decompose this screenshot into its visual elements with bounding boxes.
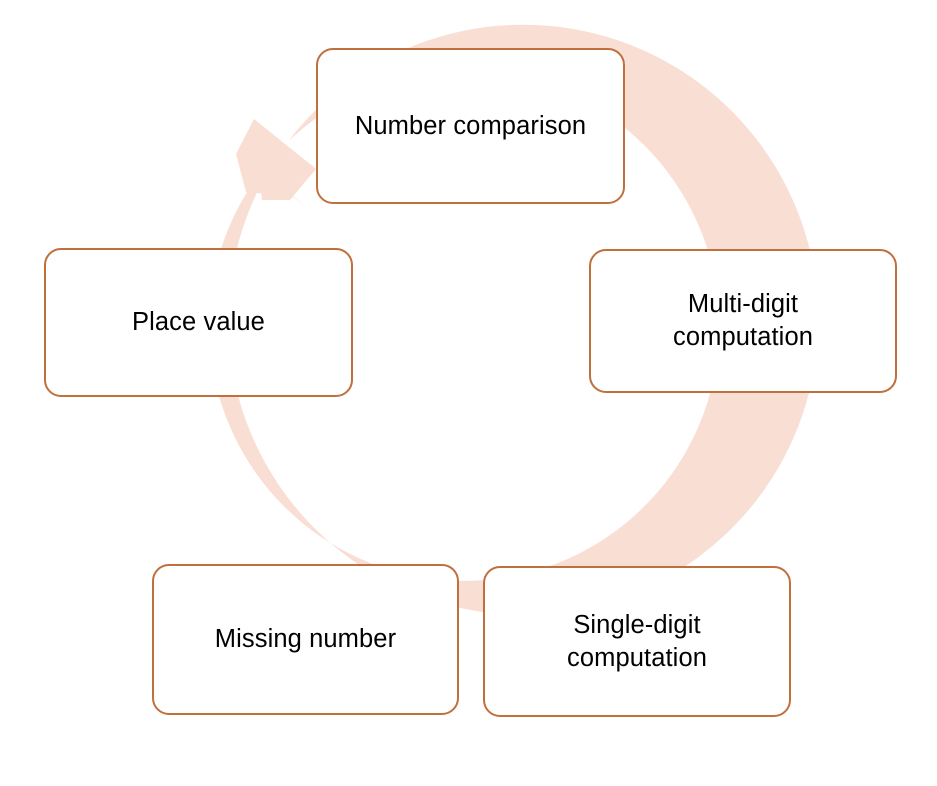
node-label: Place value: [132, 308, 265, 337]
node-multi-digit[interactable]: Multi-digit computation: [589, 249, 897, 393]
node-missing-number[interactable]: Missing number: [152, 564, 459, 715]
node-number-comparison[interactable]: Number comparison: [316, 48, 625, 204]
node-label: Single-digit computation: [566, 610, 708, 672]
node-label: Number comparison: [354, 111, 587, 140]
node-single-digit[interactable]: Single-digit computation: [483, 566, 791, 717]
node-place-value[interactable]: Place value: [44, 248, 353, 397]
node-label: Multi-digit computation: [672, 290, 814, 351]
cycle-arrow-band: [209, 24, 819, 615]
node-label: Missing number: [214, 625, 397, 654]
